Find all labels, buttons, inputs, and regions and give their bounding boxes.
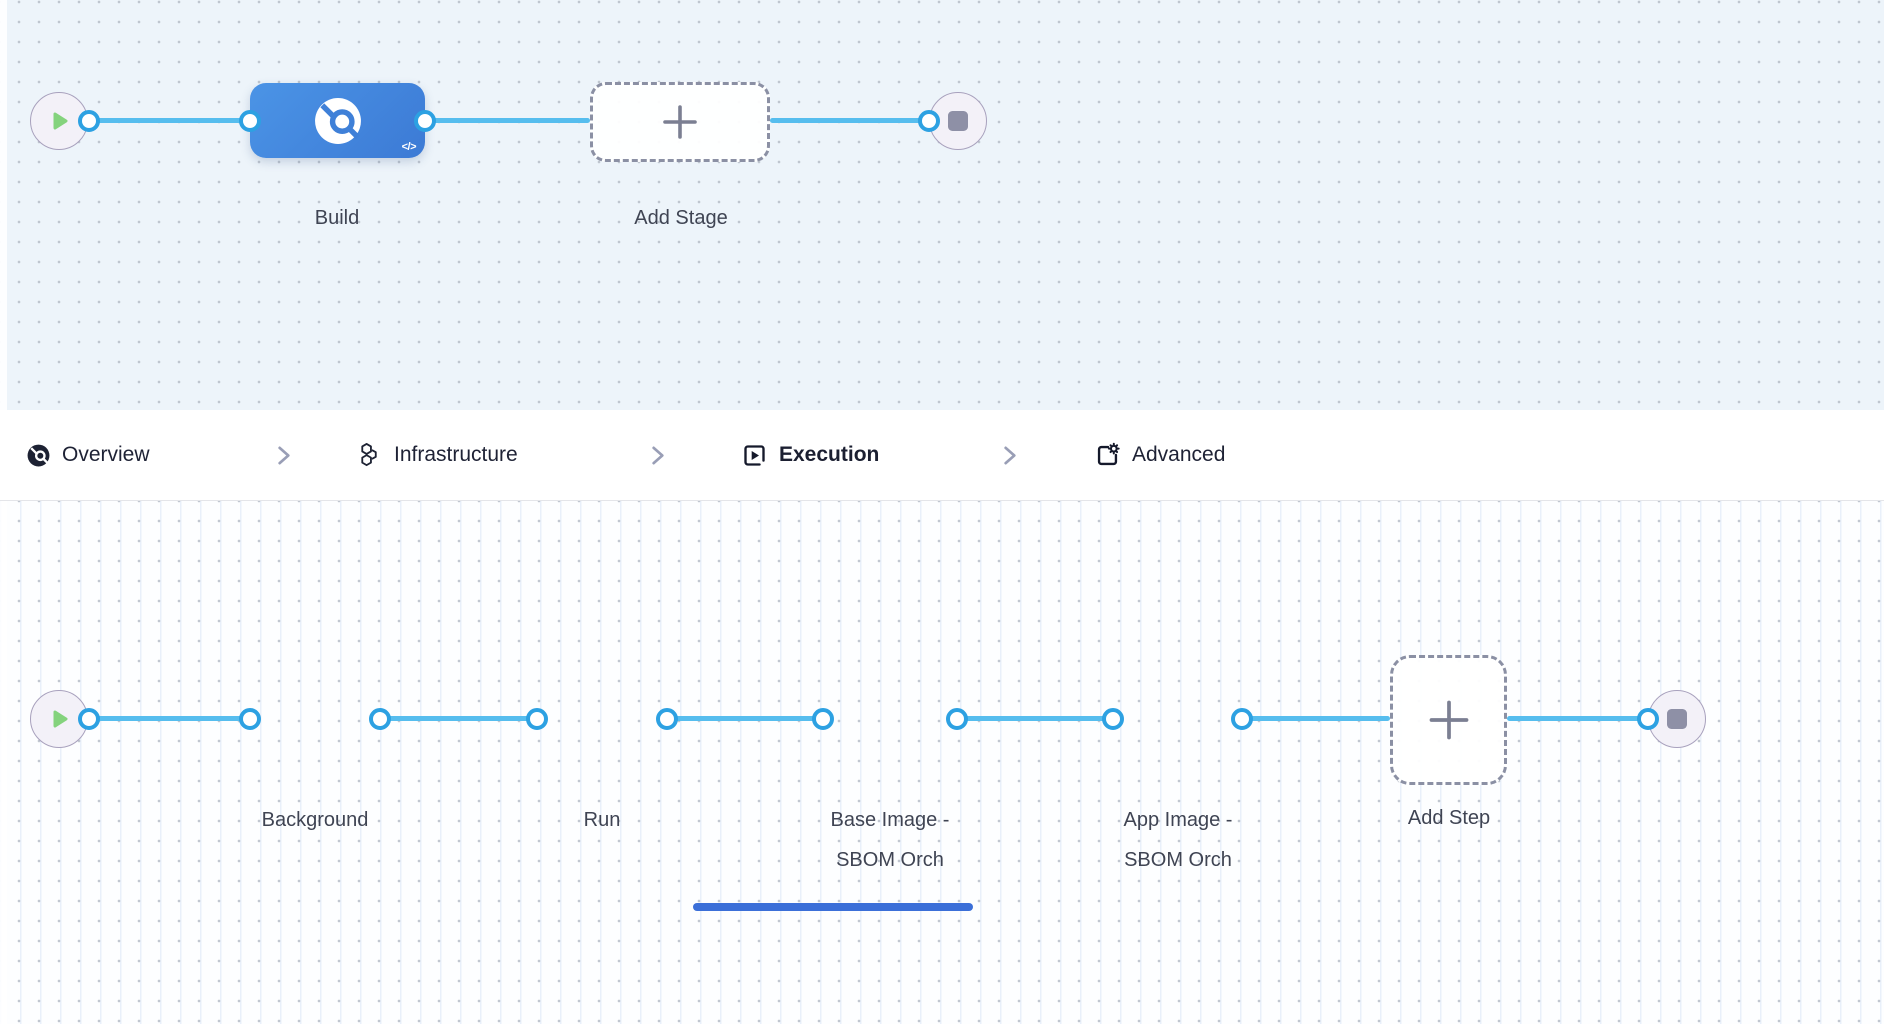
step-label-run: Run [583, 809, 621, 831]
step-label-background: Background [261, 809, 369, 831]
play-icon [53, 710, 68, 728]
connector-port[interactable] [946, 708, 968, 730]
advanced-icon [1097, 442, 1120, 465]
edge [667, 716, 823, 721]
stage-canvas[interactable]: </> Build Add Stage [0, 0, 1884, 410]
stage-config-tabbar: Overview Infrastructure Execution [0, 410, 1884, 911]
tab-overview[interactable]: Overview [26, 410, 150, 500]
add-step-label: Add Step [1407, 807, 1491, 829]
edge [957, 716, 1113, 721]
play-icon [53, 112, 68, 130]
connector-port[interactable] [414, 110, 436, 132]
add-step-node[interactable] [1390, 655, 1507, 785]
tab-infrastructure[interactable]: Infrastructure [356, 410, 518, 500]
edge [1507, 716, 1652, 721]
connector-port[interactable] [78, 110, 100, 132]
edge [425, 118, 590, 123]
connector-port[interactable] [656, 708, 678, 730]
tab-execution[interactable]: Execution [741, 410, 879, 500]
stage-node-build[interactable]: </> [250, 83, 425, 158]
plus-icon [663, 105, 697, 139]
connector-port[interactable] [78, 708, 100, 730]
ci-build-icon [314, 97, 361, 144]
connector-port[interactable] [239, 110, 261, 132]
tab-label: Execution [779, 443, 880, 466]
connector-port[interactable] [918, 110, 940, 132]
execution-canvas[interactable]: </> </> [0, 501, 1884, 1024]
infrastructure-icon [361, 442, 377, 466]
connector-port[interactable] [812, 708, 834, 730]
stage-label-build: Build [314, 207, 360, 229]
add-stage-label: Add Stage [634, 207, 728, 229]
connector-port[interactable] [369, 708, 391, 730]
connector-port[interactable] [239, 708, 261, 730]
plus-icon [1429, 700, 1468, 740]
connector-port[interactable] [1102, 708, 1124, 730]
tab-label: Overview [62, 443, 150, 466]
chevron-right-icon [278, 446, 290, 465]
stop-icon [1667, 709, 1687, 729]
add-stage-node[interactable] [590, 82, 770, 162]
tab-label: Advanced [1132, 443, 1226, 466]
execution-icon [744, 444, 765, 466]
edge [770, 118, 933, 123]
chevron-right-icon [1004, 446, 1016, 465]
edge [380, 716, 537, 721]
connector-port[interactable] [526, 708, 548, 730]
step-label-base-image-sbom: Base Image - SBOM Orch [830, 809, 950, 871]
tab-advanced[interactable]: Advanced [1094, 410, 1225, 500]
edge [89, 716, 250, 721]
canvas-left-strip [0, 501, 7, 1024]
step-label-app-image-sbom: App Image - SBOM Orch [1123, 809, 1233, 871]
stop-icon [948, 111, 968, 131]
chevron-right-icon [652, 446, 664, 465]
steps-end-node [1648, 690, 1706, 748]
connector-port[interactable] [1637, 708, 1659, 730]
edge [89, 118, 250, 123]
canvas-left-strip [0, 0, 7, 410]
tab-label: Infrastructure [394, 443, 518, 466]
active-tab-underline [693, 903, 973, 911]
edge [1242, 716, 1390, 721]
yaml-code-glyph: </> [401, 141, 417, 153]
connector-port[interactable] [1231, 708, 1253, 730]
ci-overview-icon [27, 444, 50, 466]
